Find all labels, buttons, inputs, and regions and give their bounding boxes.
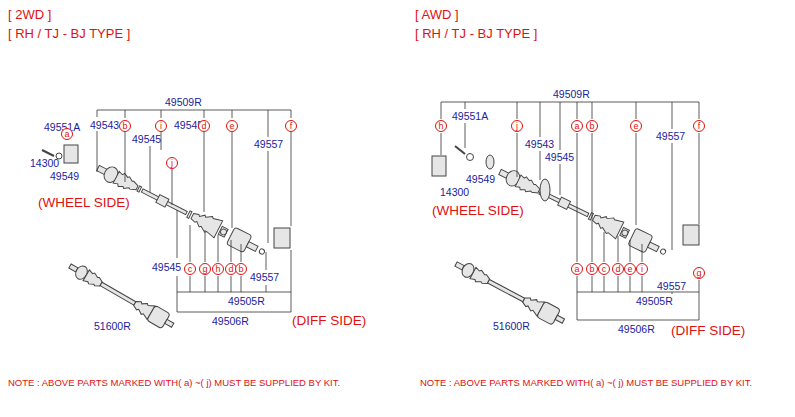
nut: [486, 155, 494, 169]
kit-note: NOTE : ABOVE PARTS MARKED WITH( a) ~( j)…: [420, 378, 752, 389]
dust-cap: [64, 145, 78, 163]
heading: [ AWD ]: [415, 8, 459, 23]
part-number: 49509R: [553, 88, 590, 100]
kit-note: NOTE : ABOVE PARTS MARKED WITH( a) ~( j)…: [8, 378, 340, 389]
callout-letter: b: [119, 120, 131, 132]
part-number: 49509R: [165, 96, 202, 108]
callout-letter: a: [571, 263, 583, 275]
heading: [ RH / TJ - BJ TYPE ]: [8, 27, 130, 42]
part-number: 51600R: [94, 320, 131, 332]
part-number: 49543: [90, 119, 119, 131]
dust-cap: [432, 156, 446, 176]
callout-letter: d: [612, 263, 624, 275]
callout-letter: g: [693, 267, 705, 279]
part-number: 49557: [656, 130, 685, 142]
bearing-bracket: [540, 179, 550, 201]
part-number: 49557: [250, 271, 279, 283]
part-number: 49545: [152, 261, 181, 273]
callout-letter: h: [212, 263, 224, 275]
cap-box: [683, 225, 699, 245]
callout-letter: d: [198, 120, 210, 132]
split-pin: [455, 146, 465, 154]
part-number: 49549: [466, 173, 495, 185]
side-label: (WHEEL SIDE): [432, 203, 524, 219]
callout-letter: f: [693, 120, 705, 132]
part-number: 49551A: [452, 110, 488, 122]
part-number: 49557: [254, 138, 283, 150]
heading: [ 2WD ]: [8, 8, 51, 23]
shaft-exploded: [94, 160, 269, 262]
part-number: 49543: [525, 138, 554, 150]
callout-letter: i: [155, 120, 167, 132]
part-number: 49506R: [618, 323, 655, 335]
callout-letter: h: [435, 120, 447, 132]
callout-letter: e: [630, 120, 642, 132]
cap-box: [274, 228, 290, 248]
callout-letter: b: [235, 263, 247, 275]
side-label: (DIFF SIDE): [292, 313, 366, 329]
part-number: 49505R: [636, 295, 673, 307]
leader-lines: [97, 110, 291, 312]
part-number: 49545: [545, 151, 574, 163]
part-number: 49505R: [228, 295, 265, 307]
callout-letter: c: [184, 263, 196, 275]
callout-letter: j: [511, 120, 523, 132]
callout-letter: b: [586, 263, 598, 275]
side-label: (DIFF SIDE): [671, 323, 745, 339]
part-number: 49545: [132, 133, 161, 145]
callout-letter: j: [166, 157, 178, 169]
part-number: 49506R: [212, 315, 249, 327]
callout-letter: g: [199, 263, 211, 275]
callout-letter: a: [571, 120, 583, 132]
shaft-assembly: [452, 256, 568, 329]
callout-letter: b: [586, 120, 598, 132]
callout-letter: c: [598, 263, 610, 275]
callout-letter: e: [226, 120, 238, 132]
callout-letter: i: [636, 263, 648, 275]
side-label: (WHEEL SIDE): [38, 195, 130, 211]
part-number: 14300: [30, 157, 59, 169]
part-number: 14300: [440, 186, 469, 198]
part-number: 49549: [50, 170, 79, 182]
callout-letter: a: [61, 128, 73, 140]
washer: [467, 154, 474, 161]
part-number: 51600R: [493, 320, 530, 332]
split-pin: [42, 150, 54, 156]
heading: [ RH / TJ - BJ TYPE ]: [415, 27, 537, 42]
part-number: 49557: [657, 280, 686, 292]
callout-letter: e: [624, 263, 636, 275]
callout-letter: f: [285, 120, 297, 132]
